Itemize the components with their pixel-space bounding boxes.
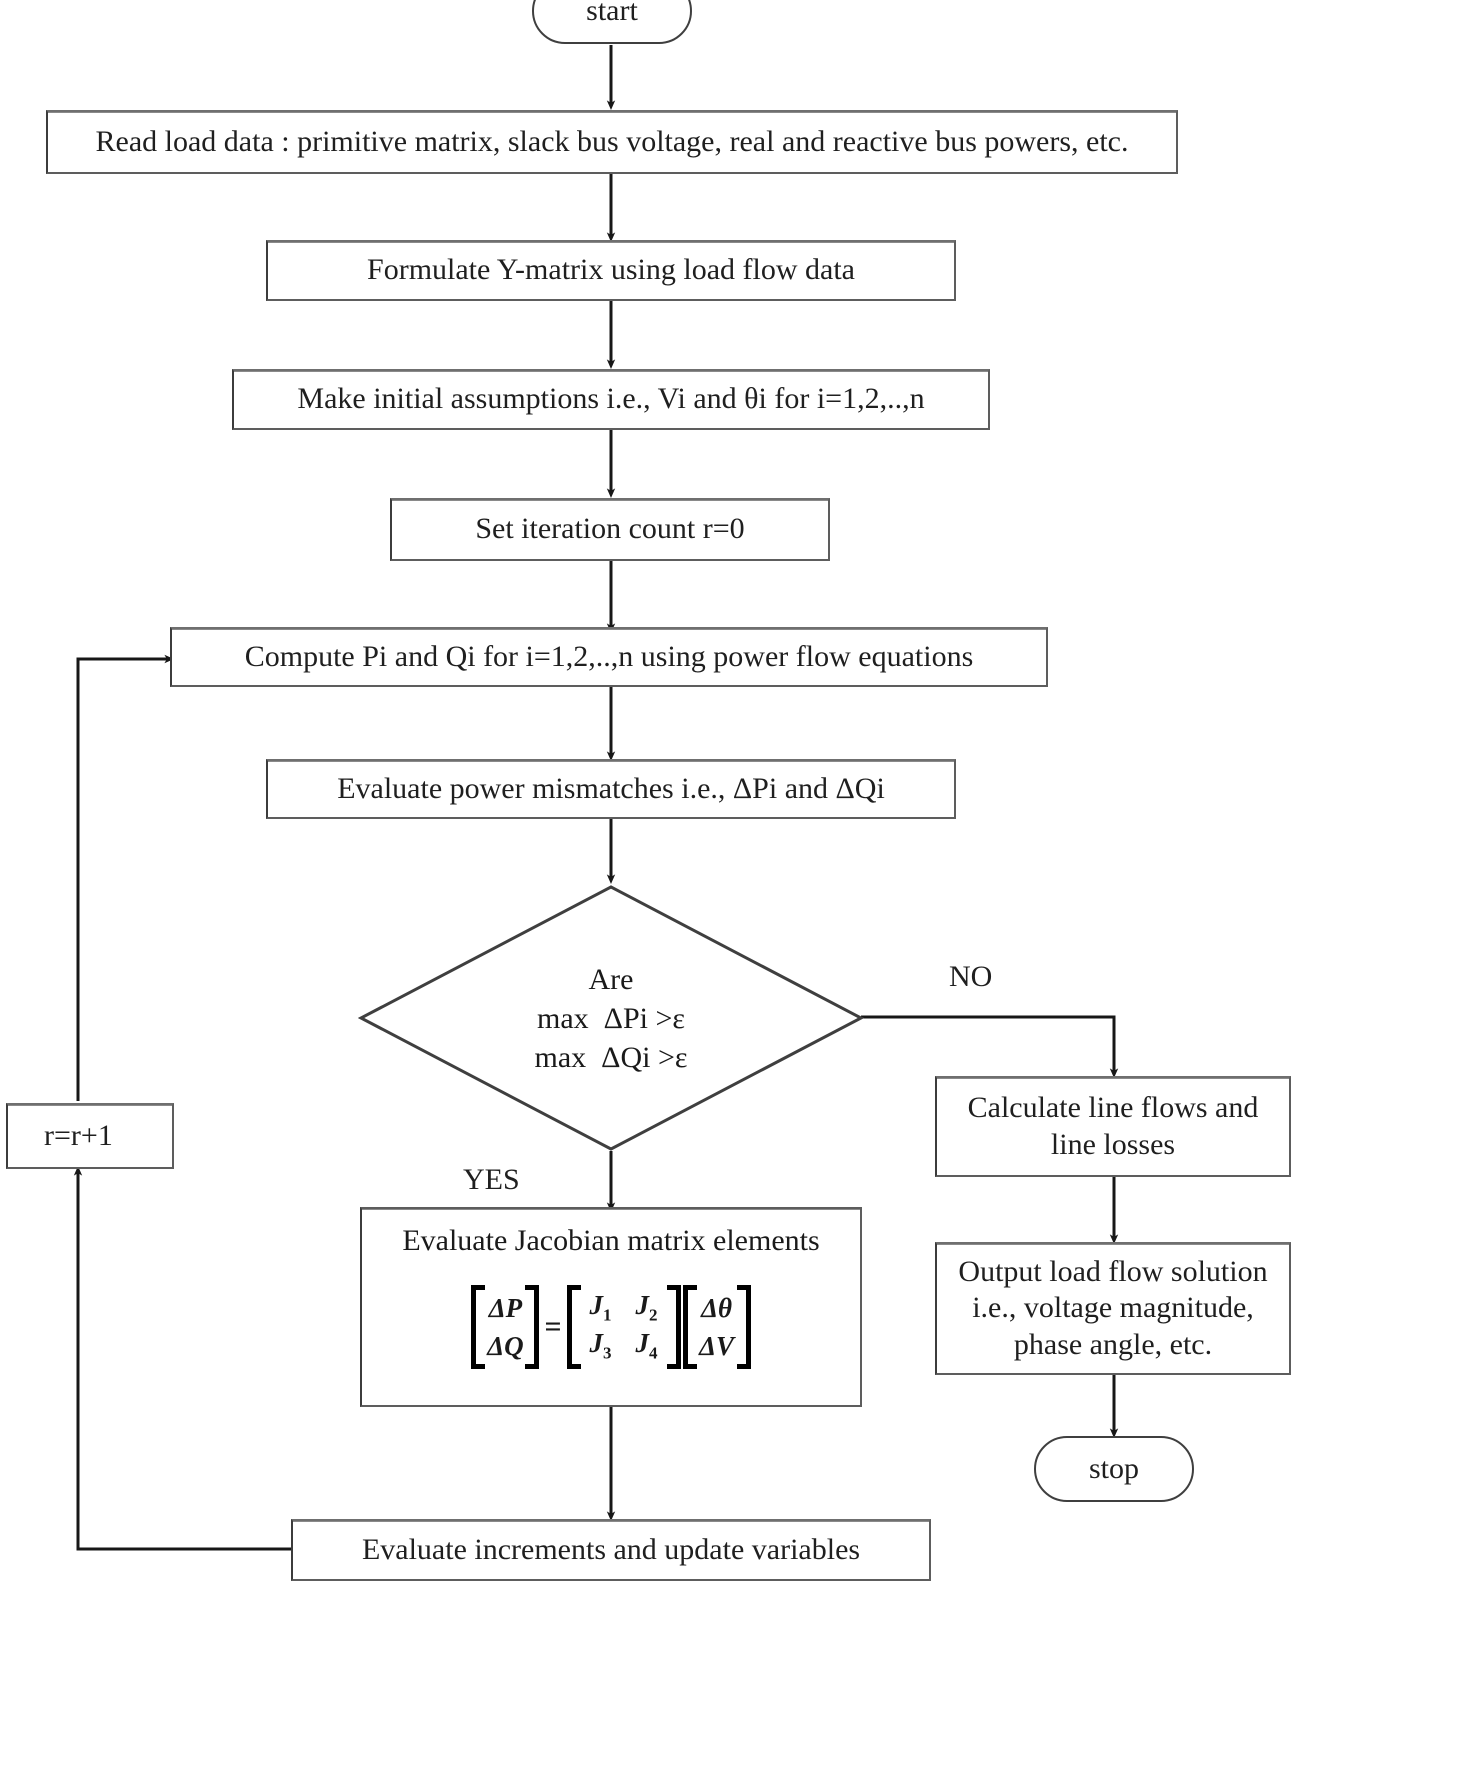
node-evaluate-increments[interactable]: Evaluate increments and update variables [291,1519,931,1581]
node-start[interactable]: start [532,0,692,44]
node-stop[interactable]: stop [1034,1436,1194,1502]
edge-label-yes-text: YES [463,1163,520,1196]
node-increment-iteration[interactable]: r=r+1 [6,1103,174,1169]
matrix-rhs-0: Δθ [701,1292,733,1323]
node-output-solution-label: Output load flow solution i.e., voltage … [958,1254,1268,1361]
matrix-jacobian: J1 J2 J3 J4 [566,1285,681,1369]
node-start-label: start [586,0,638,27]
node-stop-label: stop [1088,1451,1139,1485]
node-evaluate-increments-label: Evaluate increments and update variables [361,1532,861,1566]
node-formulate-y-matrix-label: Formulate Y-matrix using load flow data [367,253,855,287]
matrix-j-1-0: J3 [589,1328,612,1363]
matrix-lhs-1: ΔQ [487,1330,524,1361]
node-increment-iteration-label: r=r+1 [44,1118,113,1152]
matrix-rhs-1: ΔV [699,1330,735,1361]
matrix-j-0-1: J2 [635,1290,658,1325]
node-set-iteration-count-label: Set iteration count r=0 [475,512,745,546]
node-initial-assumptions[interactable]: Make initial assumptions i.e., Vi and θi… [232,369,990,430]
node-power-mismatches-label: Evaluate power mismatches i.e., ΔPi and … [337,771,885,805]
node-compute-p-q-label: Compute Pi and Qi for i=1,2,..,n using p… [244,639,974,673]
node-jacobian[interactable]: Evaluate Jacobian matrix elements ΔP ΔQ … [360,1207,862,1407]
node-jacobian-title: Evaluate Jacobian matrix elements [402,1224,820,1257]
node-power-mismatches[interactable]: Evaluate power mismatches i.e., ΔPi and … [266,759,956,819]
node-formulate-y-matrix[interactable]: Formulate Y-matrix using load flow data [266,240,956,301]
node-output-solution[interactable]: Output load flow solution i.e., voltage … [935,1242,1291,1375]
matrix-j-0-0: J1 [589,1290,612,1325]
jacobian-matrix-equation: ΔP ΔQ = J1 J2 J3 J4 Δθ ΔV [470,1285,751,1369]
node-initial-assumptions-label: Make initial assumptions i.e., Vi and θi… [297,382,925,416]
matrix-lhs: ΔP ΔQ [471,1285,540,1369]
matrix-lhs-0: ΔP [488,1292,523,1323]
matrix-equals: = [544,1310,562,1343]
node-decision[interactable]: Are max ΔPi >ε max ΔQi >ε [358,884,864,1152]
node-read-load-data[interactable]: Read load data : primitive matrix, slack… [46,110,1178,174]
matrix-rhs: Δθ ΔV [682,1285,751,1369]
edge-label-no: NO [949,960,992,994]
node-calculate-line-flows-label: Calculate line flows and line losses [967,1090,1259,1161]
node-calculate-line-flows[interactable]: Calculate line flows and line losses [935,1076,1291,1177]
node-read-load-data-label: Read load data : primitive matrix, slack… [95,124,1129,158]
node-set-iteration-count[interactable]: Set iteration count r=0 [390,498,830,561]
edge-label-yes: YES [463,1163,520,1197]
matrix-j-1-1: J4 [635,1328,658,1363]
node-compute-p-q[interactable]: Compute Pi and Qi for i=1,2,..,n using p… [170,627,1048,687]
edge-label-no-text: NO [949,960,993,993]
